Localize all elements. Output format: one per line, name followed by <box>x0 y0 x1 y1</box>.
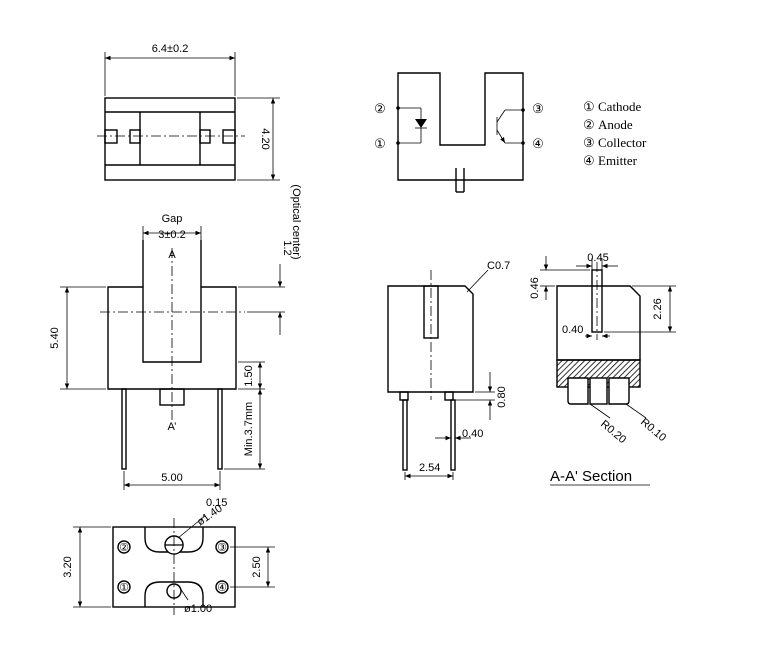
front-height-dim: 5.40 <box>49 327 61 348</box>
side-view: C0.7 0.80 0.40 2.54 <box>387 260 510 480</box>
bottom-pin-2: ② <box>119 542 129 554</box>
bottom-dim-d100: ø1.00 <box>184 603 212 615</box>
legend-num-3: ③ <box>583 135 595 150</box>
bottom-pin-4: ④ <box>217 582 227 594</box>
legend-name-4: Emitter <box>598 153 638 168</box>
optical-center-label: (Optical center) <box>290 184 302 259</box>
top-view: 6.4±0.2 4.20 <box>97 43 280 181</box>
legend-num-4: ④ <box>583 153 595 168</box>
base-height-dim: 1.50 <box>243 365 255 386</box>
bottom-height-dim: 3.20 <box>62 556 74 577</box>
legend-name-3: Collector <box>598 135 647 150</box>
chamfer-label: C0.7 <box>487 260 510 272</box>
bottom-spacing-dim: 2.50 <box>251 556 263 577</box>
section-dim-040: 0.40 <box>562 324 583 336</box>
lead-length-dim: Min.3.7mm <box>243 402 255 456</box>
bottom-view: ② ③ ① ④ 0.15 ø1.40 ø1.00 3.20 2.50 <box>62 497 275 615</box>
section-r010: R0.10 <box>638 416 668 444</box>
lead-pitch-dim: 5.00 <box>161 472 182 484</box>
lead-offset-dim: 0.80 <box>496 386 508 407</box>
section-title: A-A' Section <box>550 468 632 485</box>
schematic-pin-1: ① <box>374 136 386 151</box>
legend-name-1: Cathode <box>598 99 642 114</box>
bottom-dim-015: 0.15 <box>206 497 227 509</box>
side-pitch-dim: 2.54 <box>419 462 440 474</box>
legend-name-2: Anode <box>598 117 633 132</box>
schematic-pin-3: ③ <box>532 101 544 116</box>
gap-dim: 3±0.2 <box>158 229 185 241</box>
lead-width-dim: 0.40 <box>462 428 483 440</box>
optical-center-dim: 1.2 <box>281 240 293 255</box>
front-view: Gap 3±0.2 A A’ 5.40 1.2 (Optical center)… <box>49 184 302 490</box>
bottom-pin-1: ① <box>119 582 129 594</box>
schematic-pin-4: ④ <box>532 136 544 151</box>
section-dim-226: 2.26 <box>652 298 664 319</box>
legend-num-1: ① <box>583 99 595 114</box>
gap-label: Gap <box>162 213 183 225</box>
section-view: 0.45 0.46 2.26 0.40 R0.20 R0.10 A-A' Sec… <box>529 252 676 486</box>
section-mark-a: A <box>168 249 176 261</box>
section-dim-045: 0.45 <box>587 252 608 264</box>
legend-num-2: ② <box>583 117 595 132</box>
bottom-pin-3: ③ <box>217 542 227 554</box>
top-height-dim: 4.20 <box>259 128 271 149</box>
circuit-schematic: ② ① ③ ④ <box>374 72 544 193</box>
section-mark-a-prime: A’ <box>168 421 177 433</box>
section-dim-046: 0.46 <box>529 277 541 298</box>
top-width-dim: 6.4±0.2 <box>152 43 189 55</box>
schematic-pin-2: ② <box>374 101 386 116</box>
section-r020: R0.20 <box>598 418 628 446</box>
pin-legend: ① Cathode ② Anode ③ Collector ④ Emitter <box>583 99 647 168</box>
